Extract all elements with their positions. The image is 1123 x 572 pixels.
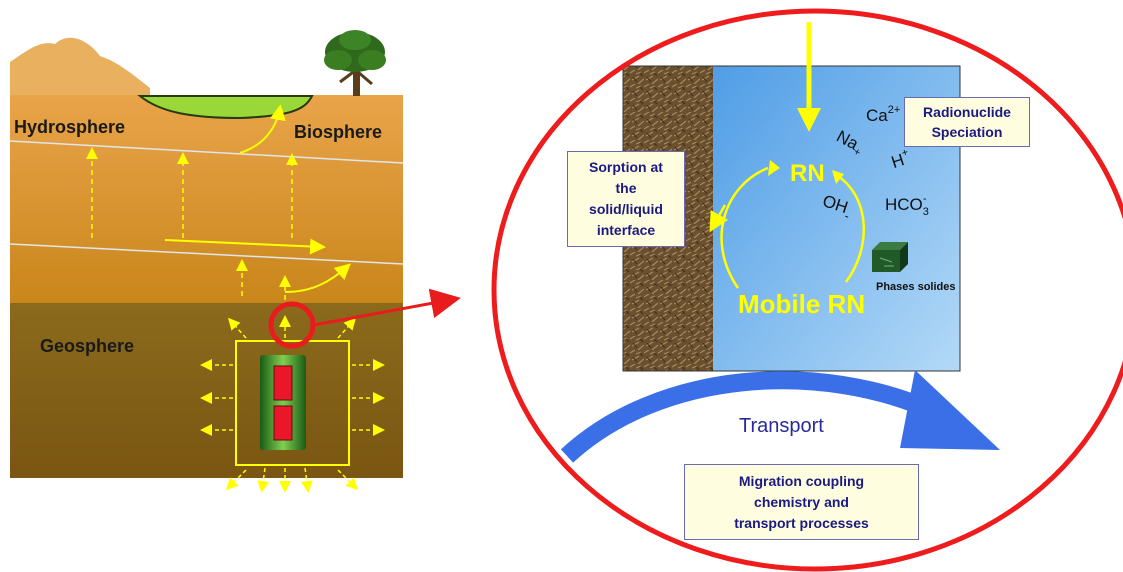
biosphere-label: Biosphere [294, 122, 382, 142]
ion-ca: Ca2+ [866, 104, 900, 125]
migration-line-3: transport processes [734, 515, 869, 531]
hydrosphere-label: Hydrosphere [14, 117, 125, 137]
hill [10, 37, 150, 96]
sorption-line-2: the [615, 180, 637, 196]
transport-arrow-head [900, 370, 1000, 450]
lateral-arrow [164, 238, 326, 255]
sorption-box: Sorption at the solid/liquid interface [567, 151, 685, 247]
sorption-arrow [709, 204, 729, 233]
zoom-connector-arrow [313, 288, 461, 327]
tree-icon [324, 30, 386, 96]
speciation-box: Radionuclide Speciation [904, 97, 1030, 147]
migration-line-2: chemistry and [754, 494, 849, 510]
geosphere-layer [10, 303, 403, 478]
repository-box [235, 340, 350, 466]
migration-arrows [86, 147, 298, 300]
lake [137, 95, 314, 120]
waste-canister-icon [260, 355, 306, 450]
transport-arrow [560, 371, 939, 463]
stratum-line-1 [9, 140, 404, 164]
migration-box: Migration coupling chemistry and transpo… [684, 464, 919, 540]
migration-line-1: Migration coupling [738, 473, 865, 489]
cycle-arrow-right [837, 174, 865, 283]
sorption-line-3: solid/liquid [589, 201, 663, 217]
speciation-line-1: Radionuclide [923, 104, 1011, 120]
ion-hco3: HCO3- [885, 193, 929, 218]
sorption-line-1: Sorption at [589, 159, 663, 175]
zoom-circle [268, 301, 316, 349]
cross-section [9, 30, 404, 493]
ion-h: H+ [888, 146, 912, 172]
rn-label: RN [790, 160, 825, 187]
sorption-line-4: interface [596, 222, 656, 238]
stratum-line-2 [9, 243, 404, 265]
phases-solides-label: Phases solides [876, 281, 956, 293]
solid-phase-cube-icon [872, 242, 908, 272]
curve-arrow-lake [239, 104, 286, 154]
mobile-rn-label: Mobile RN [738, 289, 865, 319]
geosphere-label: Geosphere [40, 336, 134, 356]
curve-arrow-mid [284, 263, 351, 293]
transport-label: Transport [739, 415, 824, 437]
speciation-line-2: Speciation [931, 124, 1003, 140]
ion-labels: Ca2+ Na+ H+ OH- HCO3- [820, 104, 929, 223]
zoom-ellipse [491, 8, 1123, 572]
release-arrows [200, 315, 385, 493]
